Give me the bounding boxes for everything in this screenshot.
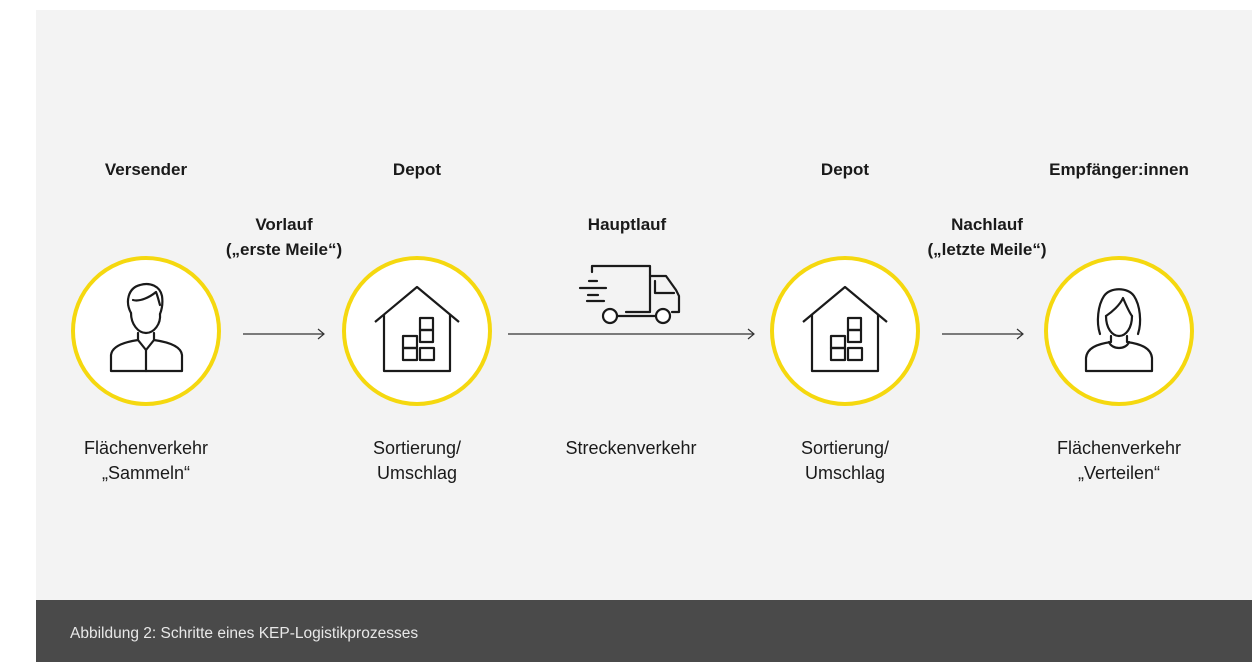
arrow-hauptlauf xyxy=(508,328,755,340)
arrow-nachlauf xyxy=(942,328,1024,340)
arrow-vorlauf xyxy=(243,328,325,340)
node-desc-empfaenger-line2: „Verteilen“ xyxy=(1077,463,1161,483)
node-desc-empfaenger-line1: Flächenverkehr xyxy=(1056,438,1182,458)
node-ring-empfaenger xyxy=(1044,256,1194,406)
caption-bar xyxy=(36,600,1252,662)
node-desc-depot-1-line1: Sortierung/ xyxy=(372,438,462,458)
node-ring-versender xyxy=(71,256,221,406)
warehouse-icon xyxy=(802,285,888,373)
leg-title-nachlauf: Nachlauf xyxy=(951,215,1023,234)
node-title-depot-2: Depot xyxy=(820,160,870,179)
process-diagram: Versender Depot Depot Empfänger:innen Vo… xyxy=(71,160,1194,483)
leg-desc-hauptlauf: Streckenverkehr xyxy=(565,438,697,458)
node-title-empfaenger: Empfänger:innen xyxy=(1049,160,1189,179)
leg-title-hauptlauf: Hauptlauf xyxy=(587,215,667,234)
leg-title-vorlauf: Vorlauf xyxy=(255,215,313,234)
figure-caption: Abbildung 2: Schritte eines KEP-Logistik… xyxy=(70,625,419,642)
node-ring-depot-2 xyxy=(770,256,920,406)
node-ring-depot-1 xyxy=(342,256,492,406)
leg-subtitle-vorlauf: („erste Meile“) xyxy=(225,240,343,259)
node-desc-versender-line2: „Sammeln“ xyxy=(101,463,191,483)
diagram-graphics xyxy=(71,256,1194,406)
warehouse-icon xyxy=(374,285,460,373)
node-desc-depot-2-line2: Umschlag xyxy=(804,463,886,483)
node-title-versender: Versender xyxy=(104,160,188,179)
node-desc-versender-line1: Flächenverkehr xyxy=(83,438,209,458)
truck-icon xyxy=(578,264,681,325)
person-male-icon xyxy=(109,282,184,373)
node-desc-depot-1-line2: Umschlag xyxy=(376,463,458,483)
node-title-depot-1: Depot xyxy=(392,160,442,179)
person-female-icon xyxy=(1084,288,1154,373)
leg-subtitle-nachlauf: („letzte Meile“) xyxy=(927,240,1047,259)
node-desc-depot-2-line1: Sortierung/ xyxy=(800,438,890,458)
